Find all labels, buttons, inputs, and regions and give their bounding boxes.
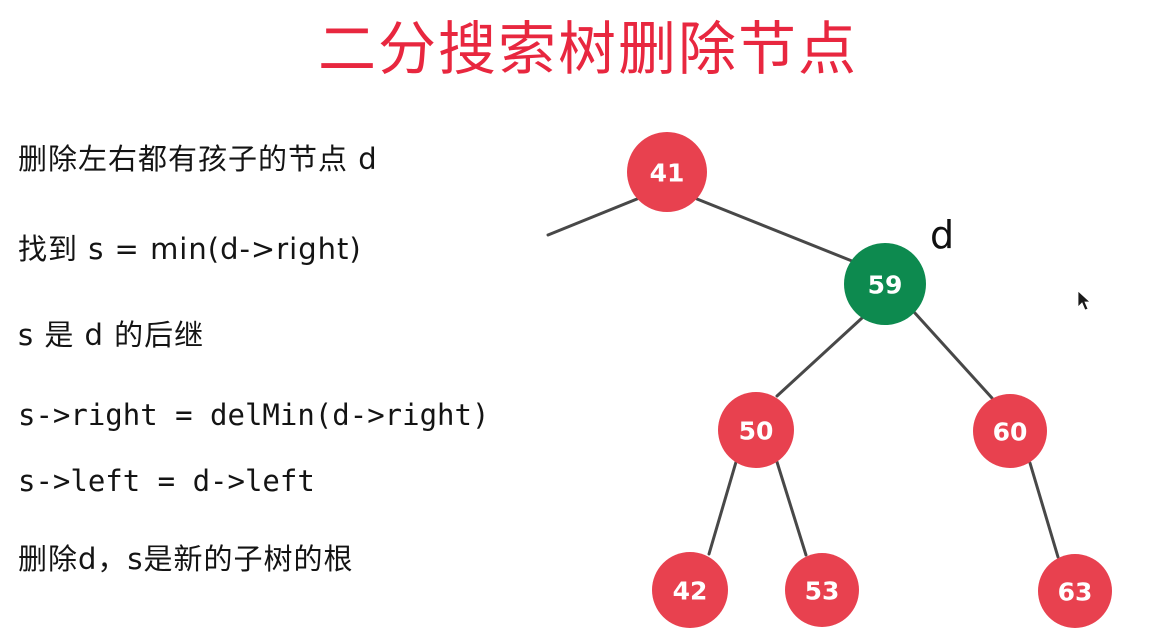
tree-node-value: 60	[993, 418, 1028, 447]
tree-edge	[775, 460, 808, 557]
note-line: s 是 d 的后继	[18, 318, 205, 352]
tree-node-circle[interactable]	[973, 394, 1047, 468]
tree-node-63[interactable]: 63	[1038, 554, 1112, 628]
tree-node-value: 63	[1058, 578, 1093, 607]
note-line: 删除左右都有孩子的节点 d	[18, 142, 378, 176]
note-line: 找到 s = min(d->right)	[18, 232, 362, 266]
tree-node-41[interactable]: 41	[627, 132, 707, 212]
mouse-cursor-icon	[1077, 290, 1092, 311]
note-line: s->right = delMin(d->right)	[18, 398, 490, 432]
tree-edge	[546, 197, 639, 237]
tree-node-50[interactable]: 50	[718, 392, 794, 468]
tree-node-circle[interactable]	[1038, 554, 1112, 628]
tree-node-value: 50	[739, 417, 774, 446]
note-line: s->left = d->left	[18, 464, 315, 498]
tree-node-circle[interactable]	[652, 552, 728, 628]
tree-node-53[interactable]: 53	[785, 553, 859, 627]
tree-nodes-group: 41 59 50 60 42 53 63	[627, 132, 1112, 628]
tree-node-59[interactable]: 59	[844, 243, 926, 325]
tree-edge	[912, 310, 994, 400]
tree-edge	[707, 460, 738, 556]
tree-edge	[695, 197, 859, 265]
tree-node-60[interactable]: 60	[973, 394, 1047, 468]
tree-node-value: 41	[650, 159, 685, 188]
tree-node-value: 53	[805, 577, 840, 606]
tree-node-circle[interactable]	[627, 132, 707, 212]
tree-edges-group	[546, 197, 1060, 559]
tree-node-circle[interactable]	[718, 392, 794, 468]
note-line: 删除d，s是新的子树的根	[18, 542, 354, 576]
node-pointer-label-d: d	[930, 213, 955, 257]
page-title: 二分搜索树删除节点	[317, 15, 858, 83]
tree-edge	[775, 316, 864, 398]
tree-node-value: 42	[673, 577, 708, 606]
tree-node-42[interactable]: 42	[652, 552, 728, 628]
tree-node-value: 59	[868, 271, 903, 300]
tree-node-circle[interactable]	[844, 243, 926, 325]
tree-edge	[1028, 461, 1060, 559]
tree-node-circle[interactable]	[785, 553, 859, 627]
